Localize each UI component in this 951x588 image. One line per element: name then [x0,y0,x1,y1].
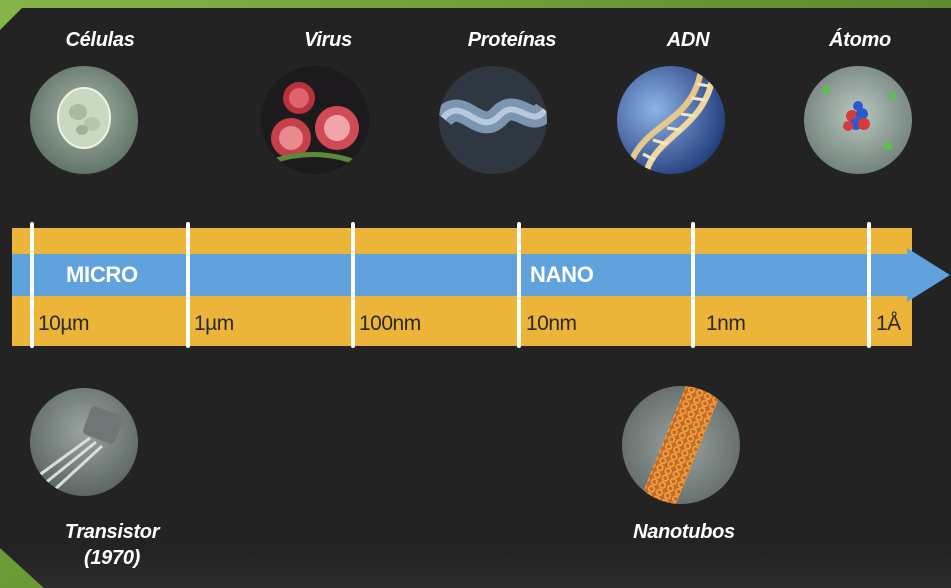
scale-label-1a: 1Å [876,312,901,336]
atom-image [804,66,912,174]
scale-label-1um: 1µm [194,312,234,336]
scale-label-1nm: 1nm [706,312,745,336]
tick-10nm [517,222,521,348]
nanotube-image [622,386,740,504]
tick-1a [867,222,871,348]
label-proteins: Proteínas [437,28,587,52]
label-virus: Virus [253,28,403,52]
scale-label-10nm: 10nm [526,312,577,336]
label-atom: Átomo [785,28,935,52]
tick-100nm [351,222,355,348]
scale-arrow [12,248,950,302]
cells-image [30,66,138,174]
dna-image [617,66,725,174]
zone-nano: NANO [530,262,594,288]
label-transistor-year: (1970) [37,546,187,570]
label-transistor: Transistor [37,520,187,544]
label-nanotubes: Nanotubos [609,520,759,544]
protein-image [439,66,547,174]
tick-10um [30,222,34,348]
label-dna: ADN [613,28,763,52]
tick-1nm [691,222,695,348]
transistor-image [30,388,138,496]
zone-micro: MICRO [66,262,138,288]
tick-1um [186,222,190,348]
scale-label-10um: 10µm [38,312,89,336]
scale-label-100nm: 100nm [359,312,421,336]
label-cells: Células [25,28,175,52]
virus-image [261,66,369,174]
